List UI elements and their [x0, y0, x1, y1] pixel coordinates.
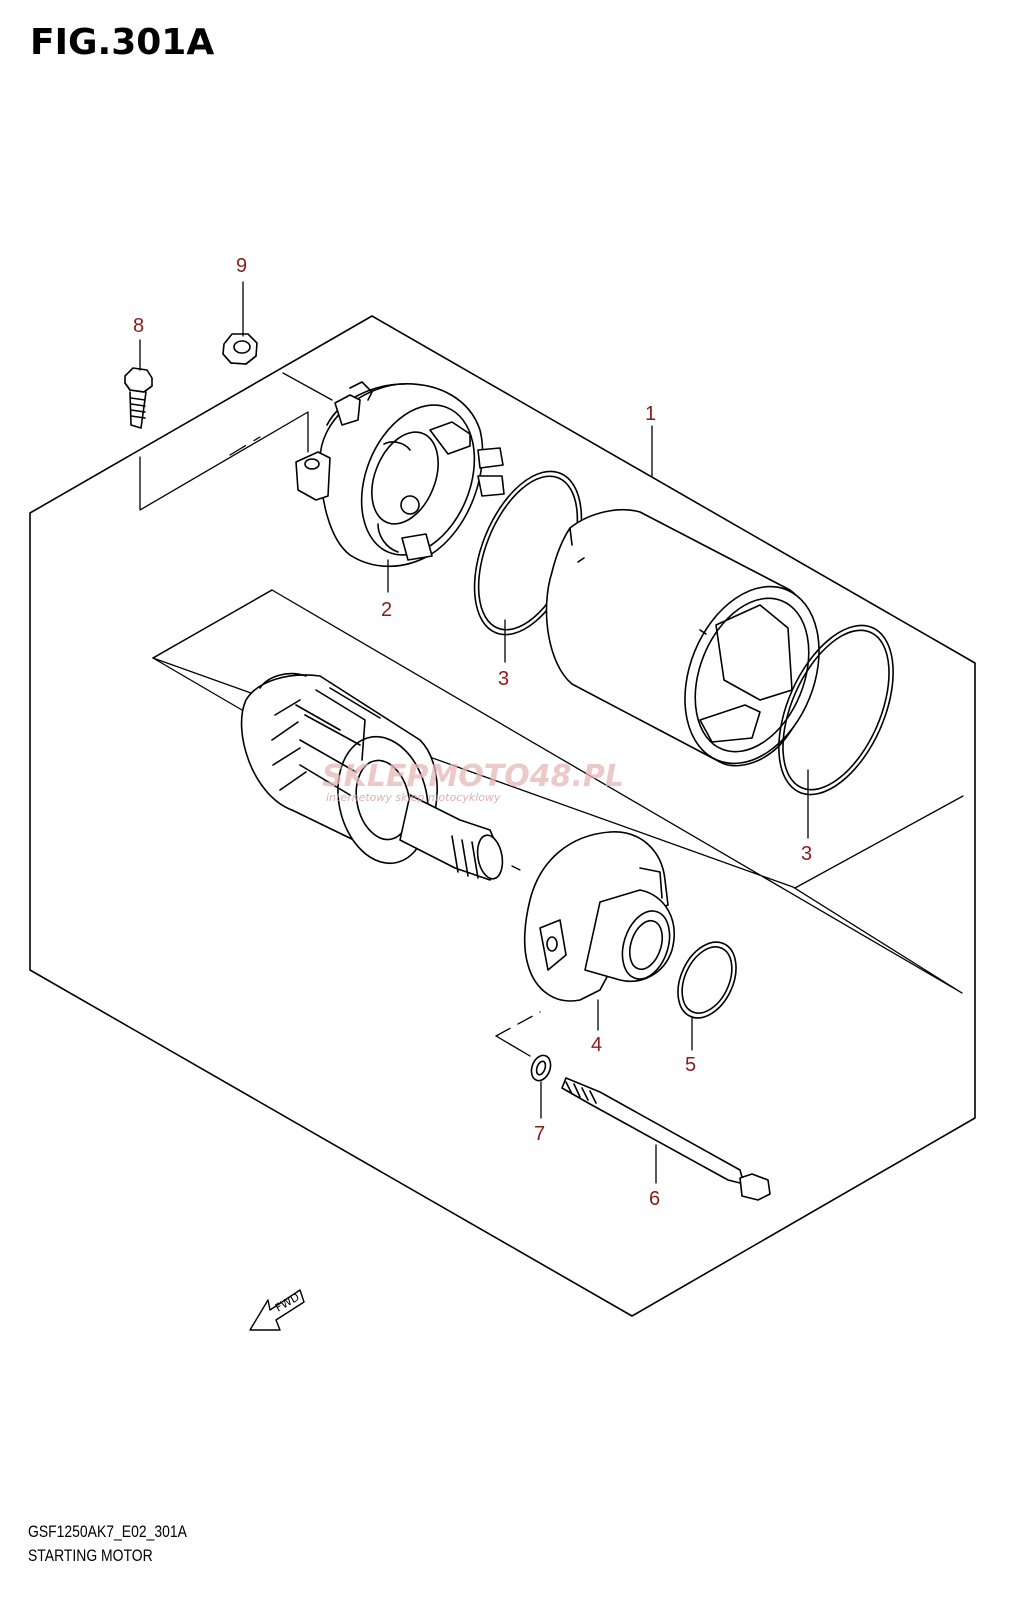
- callouts: 1 2 3 3 4 5 6 7 8 9: [133, 255, 812, 1210]
- armature: [240, 672, 504, 881]
- nut-9: [222, 333, 258, 365]
- callout-7: 7: [534, 1123, 545, 1145]
- callout-8: 8: [133, 315, 144, 337]
- o-ring-3-lower: [778, 624, 894, 796]
- o-ring-5: [677, 941, 737, 1019]
- rear-cover-2: [295, 381, 505, 568]
- callout-2: 2: [381, 599, 392, 621]
- washer-7: [530, 1054, 552, 1082]
- yoke-housing-1: [545, 508, 820, 767]
- callout-5: 5: [685, 1054, 696, 1076]
- assembly-outline: [29, 315, 976, 1317]
- fwd-arrow: [249, 1289, 305, 1331]
- callout-3-lower: 3: [801, 843, 812, 865]
- callout-9: 9: [236, 255, 247, 277]
- figure-name: STARTING MOTOR: [28, 1546, 153, 1565]
- callout-3-upper: 3: [498, 668, 509, 690]
- figure-code: GSF1250AK7_E02_301A: [28, 1522, 187, 1541]
- callout-6: 6: [649, 1188, 660, 1210]
- long-bolt-6: [561, 1077, 771, 1201]
- watermark: SKLEPMOTO48.PL internetowy sklep motocyk…: [322, 759, 624, 804]
- bolt-8: [124, 367, 153, 429]
- figure-title: FIG.301A: [30, 22, 215, 63]
- callout-1: 1: [645, 403, 656, 425]
- front-cover-4: [523, 831, 675, 1002]
- callout-4: 4: [591, 1034, 602, 1056]
- watermark-sub: internetowy sklep motocyklowy: [326, 791, 501, 804]
- watermark-main: SKLEPMOTO48.PL: [322, 759, 624, 794]
